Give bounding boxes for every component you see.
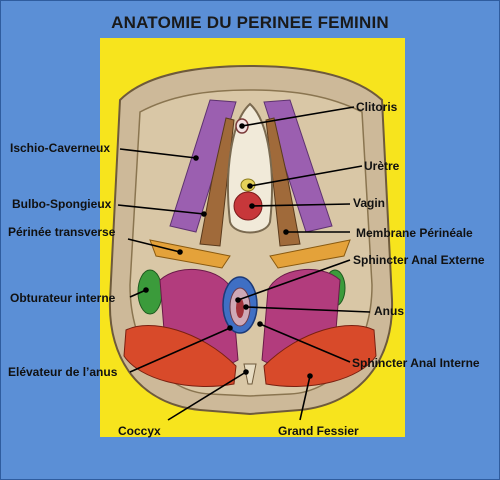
leader-lines (117, 106, 371, 421)
ischio-caverneux-left (169, 99, 237, 233)
transverse-left (149, 239, 231, 269)
label-sphincter-anal-interne: Sphincter Anal Interne (352, 356, 480, 370)
label-bulbo-spongieux: Bulbo-Spongieux (12, 197, 112, 211)
label-obturateur-interne: Obturateur interne (10, 291, 116, 305)
label-uretre: Urètre (364, 159, 400, 173)
label-perinee-transverse: Périnée transverse (8, 225, 116, 239)
coccyx-mark (243, 363, 257, 385)
grand-fessier-left (123, 325, 237, 387)
label-vagin: Vagin (353, 196, 386, 210)
label-ischio-caverneux: Ischio-Caverneux (10, 141, 111, 155)
label-coccyx: Coccyx (118, 424, 161, 438)
ischio-caverneux-right (263, 99, 333, 233)
bulbo-spongieux-left (199, 117, 235, 247)
label-elevateur-anus: Elévateur de l’anus (8, 365, 118, 379)
label-membrane-perineale: Membrane Périnéale (356, 226, 473, 240)
bulbo-spongieux-right (265, 117, 301, 247)
label-grand-fessier: Grand Fessier (278, 424, 359, 438)
label-anus: Anus (374, 304, 404, 318)
label-clitoris: Clitoris (356, 100, 398, 114)
grand-fessier-right (263, 325, 377, 387)
transverse-right (269, 239, 351, 269)
page-title: ANATOMIE DU PERINEE FEMININ (111, 13, 389, 32)
anus-mark (236, 298, 244, 318)
label-sphincter-anal-externe: Sphincter Anal Externe (353, 253, 485, 267)
